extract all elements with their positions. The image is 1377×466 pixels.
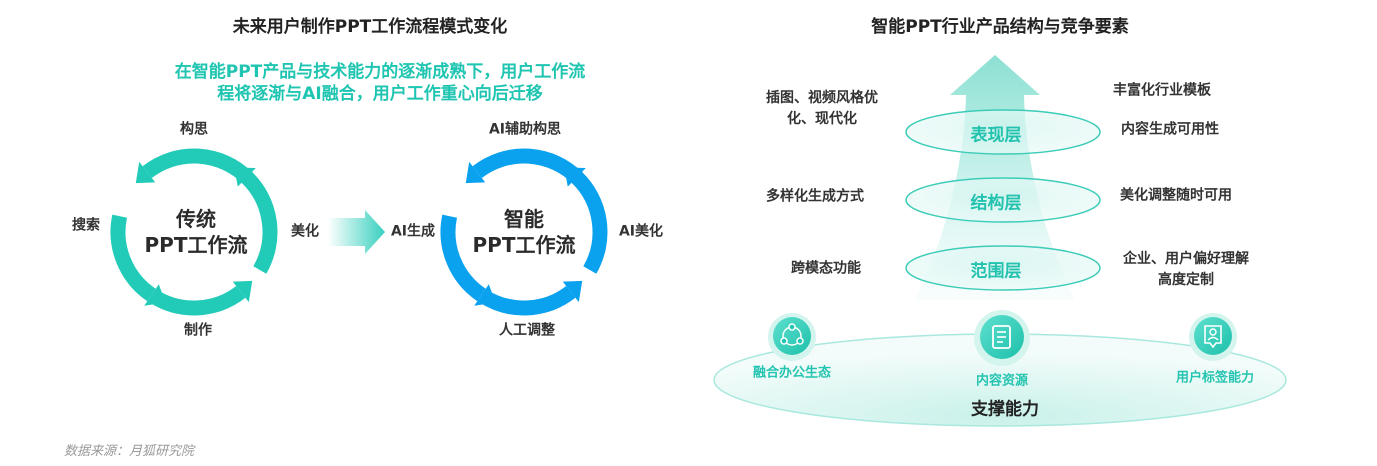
cycle-arrows [110,148,608,316]
smart-cycle-arc [479,285,576,316]
structure-right-label: 美化调整随时可用 [1120,187,1232,204]
layer-ellipse-scope [905,245,1101,291]
traditional-cycle-arc [110,214,156,302]
presentation-right-label: 内容生成可用性 [1121,121,1219,138]
step-make: 制作 [184,322,212,339]
support-office-ecosystem: 融合办公生态 [752,365,832,381]
support-user-tags: 用户标签能力 [1175,370,1255,386]
smart-cycle-arc [571,171,608,274]
scope-left-label: 跨模态功能 [791,260,861,277]
layer-ellipse-structure [905,177,1101,223]
label-line: 化、现代化 [787,111,857,127]
right-panel-title: 智能PPT行业产品结构与竞争要素 [871,17,1129,37]
label-line: 企业、用户偏好理解 [1123,251,1249,267]
traditional-cycle-arrowhead [232,280,253,303]
step-beautify: 美化 [291,223,319,240]
support-content-resources: 内容资源 [975,373,1029,389]
layer-ellipse-presentation [905,109,1101,155]
traditional-cycle-arc [241,171,278,274]
label-line: 插图、视频风格优 [766,90,878,106]
smart-cycle-arc [440,214,486,302]
traditional-cycle-arc [142,148,254,184]
layer-presentation: 表现层 [970,125,1022,146]
top-right-label: 丰富化行业模板 [1113,82,1211,99]
step-ai-generate: AI生成 [390,223,436,240]
smart-cycle-arrowhead [465,161,486,184]
smart-cycle-arc [472,148,584,184]
subtitle-line-2: 程将逐渐与AI融合，用户工作重心向后迁移 [217,84,543,104]
smart-workflow-center: 智能 PPT工作流 [473,206,576,258]
traditional-cycle-arrowhead [135,161,156,184]
scope-right-label: 企业、用户偏好理解 高度定制 [1123,249,1249,291]
user-tag-icon [1189,313,1237,361]
smart-cycle-arrowhead [564,167,586,187]
label-line: 高度定制 [1158,272,1214,288]
support-capability-label: 支撑能力 [971,399,1039,420]
traditional-center-line1: 传统 [176,207,216,231]
subtitle-line-1: 在智能PPT产品与技术能力的逐渐成熟下，用户工作流 [174,62,586,82]
step-search: 搜索 [72,217,100,234]
step-ai-beautify: AI美化 [618,223,664,240]
smart-center-line1: 智能 [504,207,544,231]
smart-center-line2: PPT工作流 [472,233,576,257]
traditional-workflow-center: 传统 PPT工作流 [145,206,248,258]
left-panel-title: 未来用户制作PPT工作流程模式变化 [232,17,508,37]
step-ai-ideation: AI辅助构思 [488,121,562,138]
traditional-center-line2: PPT工作流 [144,233,248,257]
left-panel-subtitle: 在智能PPT产品与技术能力的逐渐成熟下，用户工作流 程将逐渐与AI融合，用户工作… [175,61,586,105]
layer-structure: 结构层 [970,193,1022,214]
step-ideation: 构思 [180,121,208,138]
transition-arrow [328,210,385,254]
smart-cycle-arrowhead [562,280,583,303]
layer-scope: 范围层 [970,261,1022,282]
network-icon [768,313,816,361]
structure-left-label: 多样化生成方式 [766,188,864,205]
step-manual-adjust: 人工调整 [499,322,555,339]
presentation-left-label: 插图、视频风格优 化、现代化 [766,88,878,130]
data-source: 数据来源：月狐研究院 [64,444,195,459]
traditional-cycle-arrowhead [234,167,256,187]
document-icon [974,310,1030,366]
traditional-cycle-arc [149,285,246,316]
